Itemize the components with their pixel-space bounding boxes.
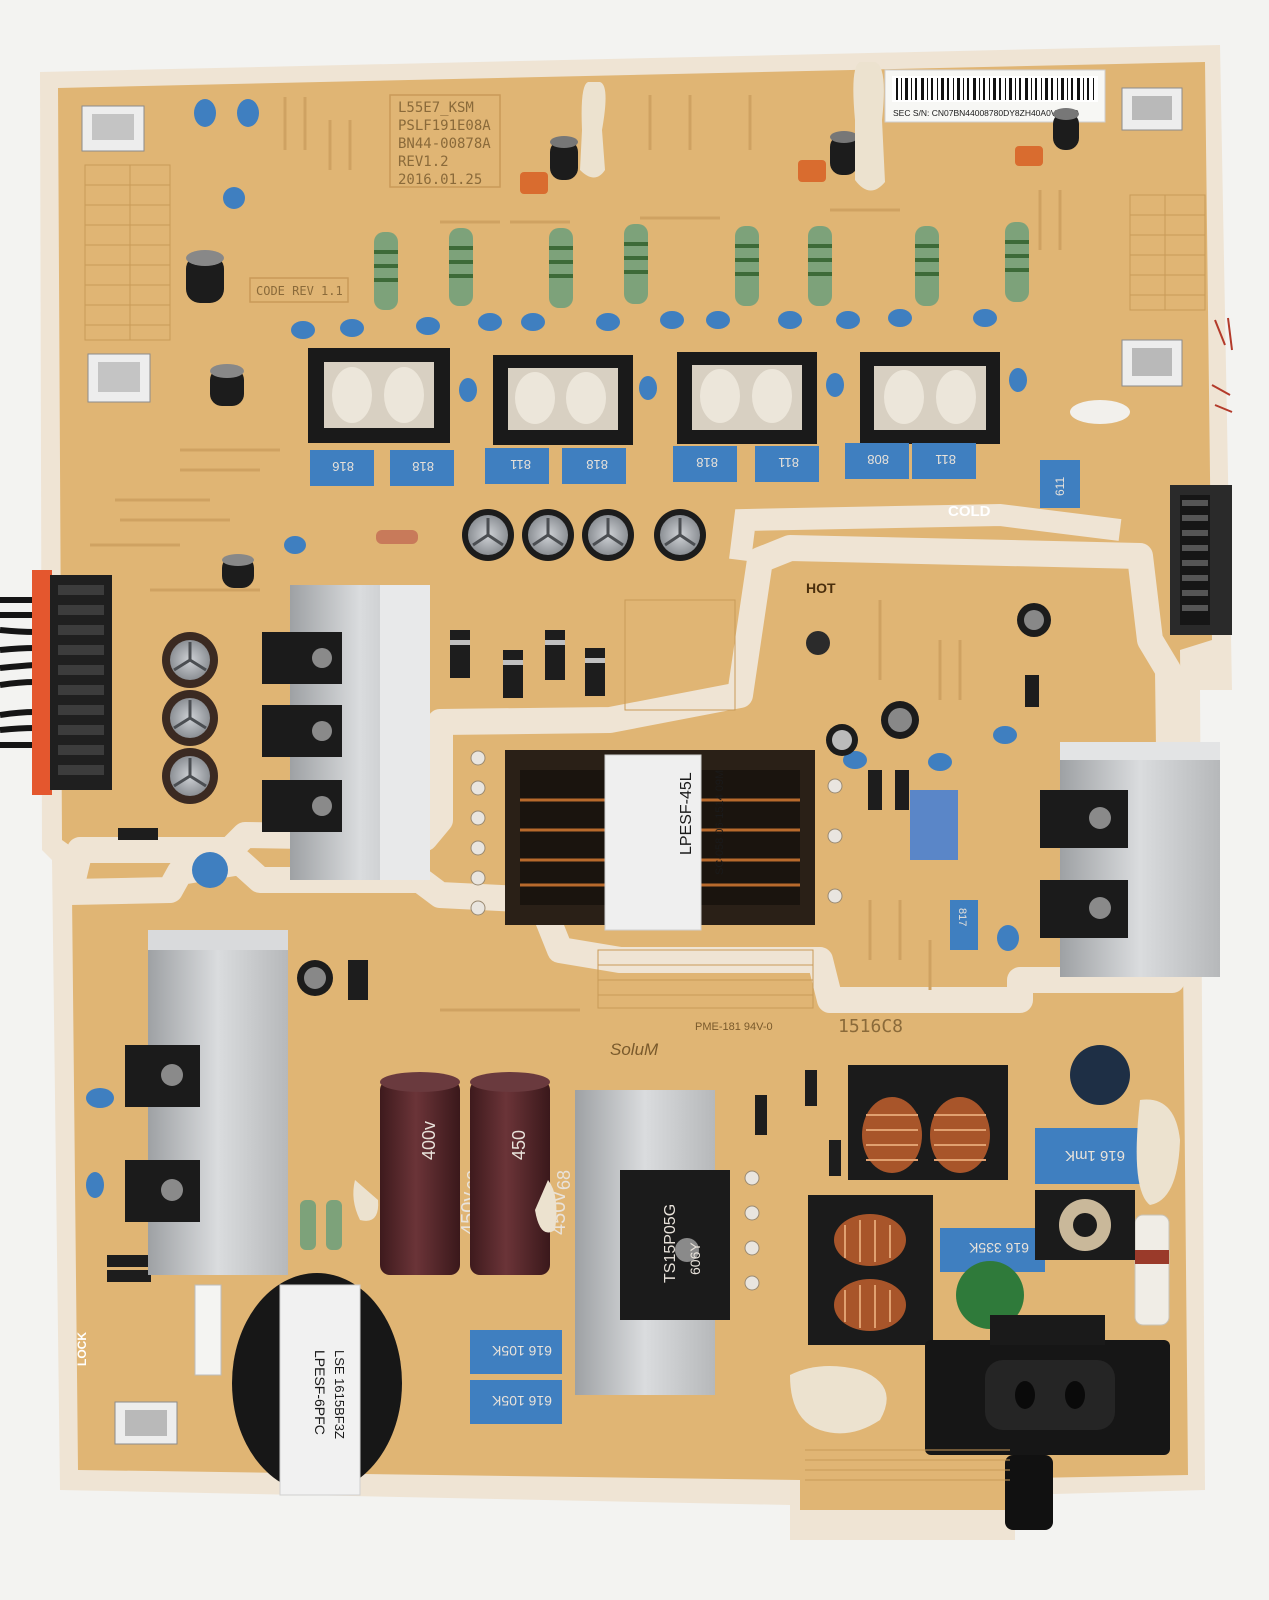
bulk2-voltage-2: 450 xyxy=(509,1130,529,1160)
small-electrolytic-caps xyxy=(186,108,1079,996)
bulk-capacitor-1: 450v 68 400v xyxy=(380,1072,484,1275)
axial-diodes xyxy=(107,630,1039,1282)
silkscreen-model-block: L55E7_KSM PSLF191E08A BN44-00878A REV1.2… xyxy=(389,94,501,188)
output-transformer-3 xyxy=(677,352,817,444)
isolation-slot-top xyxy=(729,503,1122,562)
cap-label-10: 611 xyxy=(1053,477,1067,496)
connector-cn802 xyxy=(81,105,145,152)
connector-cn601 xyxy=(114,1401,178,1445)
xcap-label-3: 616 105K xyxy=(491,1393,552,1409)
cold-label: COLD xyxy=(948,503,991,520)
model-line-5: 2016.01.25 xyxy=(398,172,482,188)
model-line-2: PSLF191E08A xyxy=(398,118,491,134)
pfc-transformer-label-2: LSE 1615BF3Z xyxy=(332,1350,347,1439)
cap-label-6: 811 xyxy=(778,455,799,470)
cap-label-5: 818 xyxy=(696,455,718,470)
toroid-coil xyxy=(1035,1190,1135,1260)
code-rev-label: CODE REV 1.1 xyxy=(256,284,343,298)
xcap-label-1: 616 1mK xyxy=(1065,1147,1125,1164)
film-cap-orange-2 xyxy=(798,160,826,182)
resistor-row xyxy=(374,222,1029,310)
mosfet-heatsink xyxy=(1040,742,1220,977)
model-line-3: BN44-00878A xyxy=(398,136,491,152)
output-transformer-2 xyxy=(493,355,633,445)
output-connector-cn801 xyxy=(1170,485,1232,635)
glue-bulk-right xyxy=(535,1180,557,1233)
connector-cn803 xyxy=(87,353,151,403)
model-line-1: L55E7_KSM xyxy=(398,100,474,116)
center-spec-block xyxy=(624,599,736,711)
connector-lug1 xyxy=(1121,87,1183,131)
film-cap-orange-3 xyxy=(1015,146,1043,166)
varistor xyxy=(956,1261,1024,1329)
glued-cap-2 xyxy=(853,62,885,191)
hot-label: HOT xyxy=(806,580,836,596)
filter-capacitors: 816 818 811 818 818 811 808 811 611 817 xyxy=(310,443,1080,950)
glue-bulk-left xyxy=(353,1180,379,1221)
main-transformer-label-2: SC-058 06-1514 09M xyxy=(714,770,726,875)
cap-label-8: 811 xyxy=(935,452,956,467)
pinout-table-right xyxy=(1129,194,1206,311)
glued-cap-1 xyxy=(580,82,606,178)
cap-label-3: 811 xyxy=(510,457,531,472)
small-resistors xyxy=(300,1200,342,1250)
main-transformer: LPESF-45L SC-058 06-1514 09M xyxy=(470,750,843,931)
x-capacitors: 616 1mK 616 335K 616 105K 616 105K xyxy=(470,1128,1145,1424)
xcap-label-4: 616 335K xyxy=(968,1240,1029,1256)
cap-label-7: 808 xyxy=(867,452,889,467)
glue-blob-bottom xyxy=(790,1366,887,1434)
bridge-rectifier: TS15P05G 606Y xyxy=(575,1090,760,1395)
pinout-table-left xyxy=(84,164,171,341)
ceramic-capacitors xyxy=(86,99,1027,1198)
model-line-4: REV1.2 xyxy=(398,154,449,170)
output-transformer-1 xyxy=(308,348,450,443)
bridge-label-1: TS15P05G xyxy=(662,1204,679,1283)
cap-label-4: 818 xyxy=(586,457,608,472)
ntc-thermistor xyxy=(1070,1045,1130,1105)
marker-notes xyxy=(1211,317,1233,413)
common-mode-choke-2 xyxy=(808,1195,933,1345)
resistor-brown xyxy=(376,530,418,544)
isolation-slot xyxy=(57,535,1185,1013)
xcap-label-2: 616 105K xyxy=(491,1343,552,1359)
small-sticker xyxy=(194,1284,222,1376)
bulk1-voltage-2: 400v xyxy=(419,1121,439,1160)
bulk2-capacitance: 68 xyxy=(554,1170,574,1190)
brand-logo-text: SoluM xyxy=(610,1040,659,1059)
cap-label-2: 818 xyxy=(412,459,434,474)
output-transformer-4 xyxy=(860,352,1000,444)
bridge-label-2: 606Y xyxy=(687,1242,703,1275)
output-electrolytic-caps xyxy=(462,509,706,561)
pfc-transformer-label-1: LPESF-6PFC xyxy=(312,1350,328,1435)
film-cap-orange-1 xyxy=(520,172,548,194)
serial-number: SEC S/N: CN07BN44008780DY8ZH40A0V0B&C xyxy=(893,108,1079,118)
ul-rating: PME-181 94V-0 xyxy=(695,1021,773,1033)
ac-inlet-socket xyxy=(925,1315,1170,1530)
pfc-transformer: LPESF-6PFC LSE 1615BF3Z xyxy=(232,1273,402,1496)
warning-text-block xyxy=(805,1449,1010,1481)
rectifier-heatsink xyxy=(262,585,430,880)
cap-label-9: 817 xyxy=(956,908,968,926)
connector-lug2 xyxy=(1121,339,1183,387)
spec-table xyxy=(597,949,814,1009)
lock-label: LOCK xyxy=(75,1332,89,1366)
common-mode-choke-1 xyxy=(848,1065,1008,1180)
date-code: 1516C8 xyxy=(838,1016,903,1037)
glue-blob-right xyxy=(1136,1099,1180,1205)
main-transformer-label-1: LPESF-45L xyxy=(678,772,695,855)
main-harness-connector xyxy=(0,570,112,795)
left-electrolytic-caps xyxy=(162,632,218,804)
pcb-traces xyxy=(90,95,1062,1012)
fuse xyxy=(1134,1214,1170,1326)
glue-blob xyxy=(1070,400,1130,424)
pfc-heatsink xyxy=(125,930,288,1275)
cap-label-1: 816 xyxy=(332,459,354,474)
